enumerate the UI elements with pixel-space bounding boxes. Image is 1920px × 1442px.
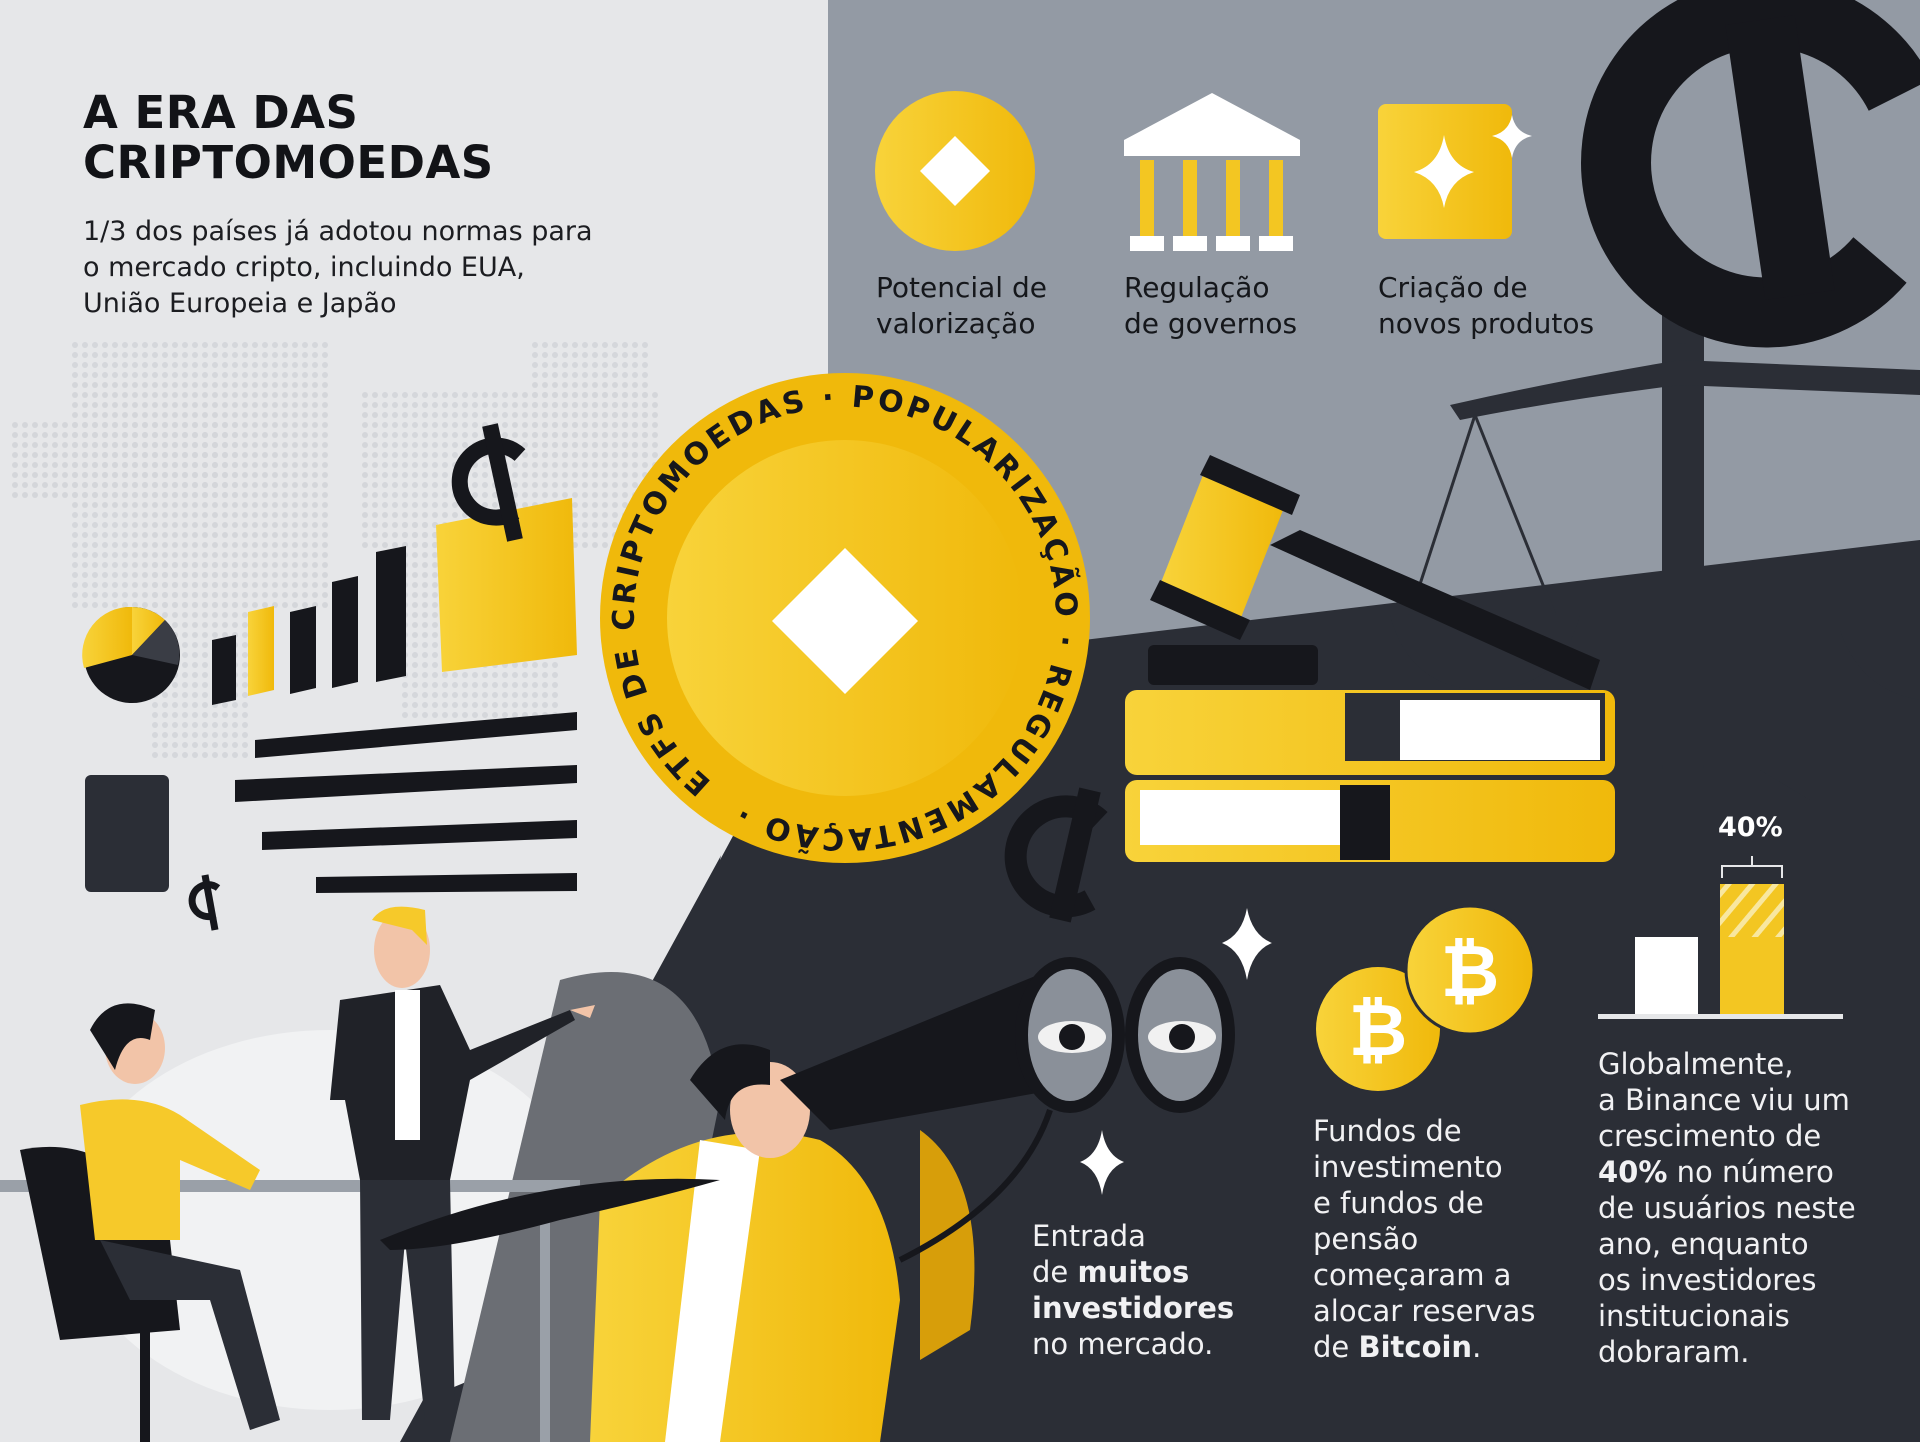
large-cedi-symbol-icon xyxy=(1581,0,1920,348)
central-badge: ETFS DE CRIPTOMOEDAS · POPULARIZAÇÃO · R… xyxy=(600,373,1090,863)
growth-label: 40% xyxy=(1718,812,1783,843)
yellow-card xyxy=(436,498,577,672)
bar-before xyxy=(1635,937,1698,1014)
sparkle-icon xyxy=(1080,908,1272,1195)
seated-person xyxy=(20,1003,280,1442)
fact-funds: Fundos de investimento e fundos de pensã… xyxy=(1313,1114,1536,1364)
dark-card xyxy=(85,775,169,892)
pie-chart-icon xyxy=(82,606,180,703)
diamond-coin-icon xyxy=(875,91,1035,251)
page-title: A ERA DAS CRIPTOMOEDAS xyxy=(83,86,494,189)
bar-chart-icon xyxy=(212,546,406,705)
cedi-symbol-icon xyxy=(451,423,526,542)
text-lines xyxy=(235,712,577,893)
diamond-icon xyxy=(772,548,918,694)
gavel-icon xyxy=(1148,455,1600,690)
baseline xyxy=(1598,1014,1843,1019)
growth-bar-chart xyxy=(1598,856,1843,1019)
growth-bracket xyxy=(1721,856,1783,878)
sparkle-card-icon xyxy=(1378,104,1532,239)
subtitle: 1/3 dos países já adotou normas para o m… xyxy=(83,216,593,319)
svg-text:₿: ₿ xyxy=(1441,929,1500,1013)
bitcoin-coin-icon: ₿ xyxy=(1316,967,1440,1091)
small-cedi-icon xyxy=(188,874,221,931)
fact-binance: Globalmente, a Binance viu um cresciment… xyxy=(1598,1047,1856,1369)
government-building-icon xyxy=(1124,93,1300,251)
books-icon xyxy=(1125,690,1615,862)
fact-investors: Entrada de muitos investidores no mercad… xyxy=(1032,1219,1235,1361)
bitcoin-coin-icon: ₿ xyxy=(1404,904,1536,1036)
cedi-symbol-icon xyxy=(1004,787,1108,923)
svg-text:₿: ₿ xyxy=(1349,988,1408,1072)
bar-growth-portion xyxy=(1720,884,1784,937)
binoculars-person xyxy=(380,957,1235,1442)
